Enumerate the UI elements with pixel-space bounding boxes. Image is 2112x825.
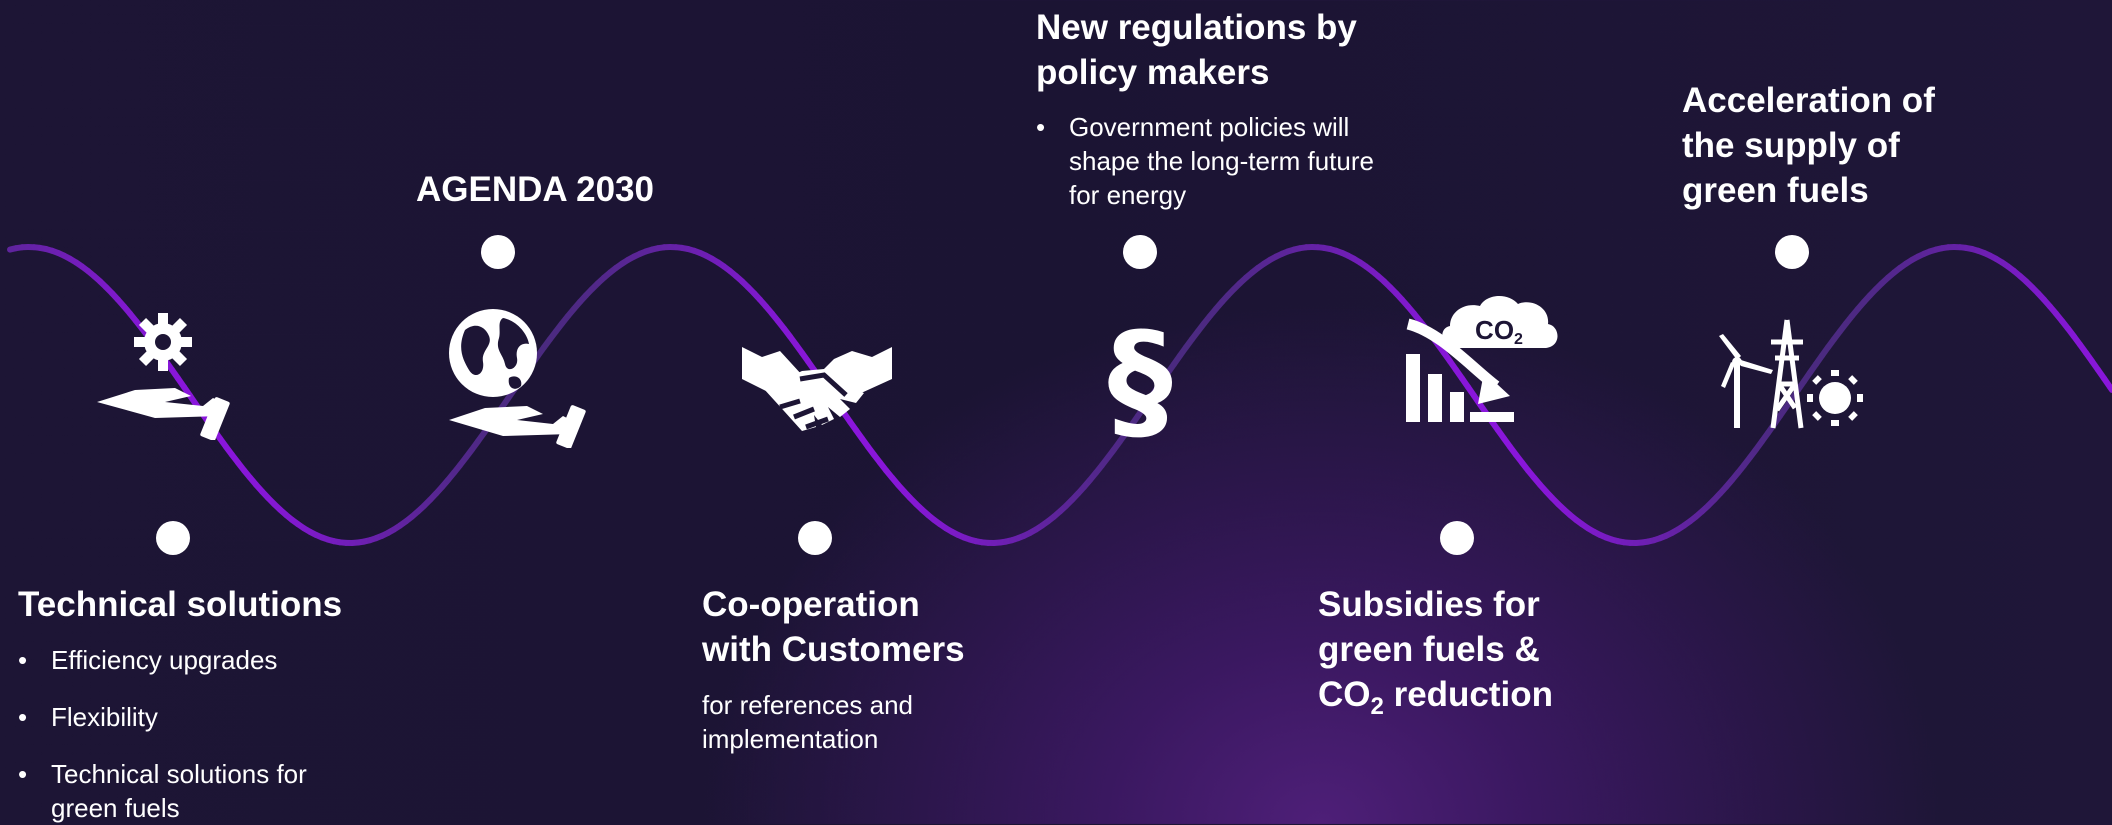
title-line: Subsidies for [1318, 582, 1553, 627]
handshake-icon [740, 345, 895, 440]
timeline-node-marker [1440, 521, 1474, 555]
title-line: the supply of [1682, 123, 1935, 168]
subsidies-title: Subsidies for green fuels & CO2 reductio… [1318, 582, 1553, 729]
acceleration-title: Acceleration of the supply of green fuel… [1682, 78, 1935, 213]
paragraph-icon: § [1100, 300, 1180, 460]
technical-solutions-title: Technical solutions [18, 582, 342, 627]
title-line: with Customers [702, 627, 965, 672]
list-item: Technical solutions for green fuels [18, 757, 348, 825]
list-item: Government policies will shape the long-… [1036, 110, 1381, 212]
title-line: CO2 reduction [1318, 672, 1553, 729]
gear-hand-icon [95, 312, 245, 440]
title-line: green fuels [1682, 168, 1935, 213]
title-line: Co-operation [702, 582, 965, 627]
new-regulations-title: New regulations by policy makers [1036, 5, 1357, 95]
title-line: Acceleration of [1682, 78, 1935, 123]
agenda-2030-title: AGENDA 2030 [416, 167, 654, 212]
timeline-node-marker [1123, 235, 1157, 269]
list-item: Flexibility [18, 700, 348, 734]
co-operation-text: for references and implementation [702, 688, 962, 756]
title-line: New regulations by [1036, 5, 1357, 50]
timeline-node-marker [1775, 235, 1809, 269]
timeline-node-marker [798, 521, 832, 555]
new-regulations-list: Government policies will shape the long-… [1036, 110, 1381, 212]
list-item: Efficiency upgrades [18, 643, 348, 677]
co-operation-title: Co-operation with Customers [702, 582, 965, 672]
globe-hand-icon [445, 308, 595, 448]
renewable-energy-icon [1715, 318, 1870, 430]
title-line: green fuels & [1318, 627, 1553, 672]
co2-reduction-icon: CO2 [1400, 292, 1565, 427]
title-line: policy makers [1036, 50, 1357, 95]
timeline-node-marker [481, 235, 515, 269]
technical-solutions-list: Efficiency upgrades Flexibility Technica… [18, 643, 348, 825]
timeline-node-marker [156, 521, 190, 555]
